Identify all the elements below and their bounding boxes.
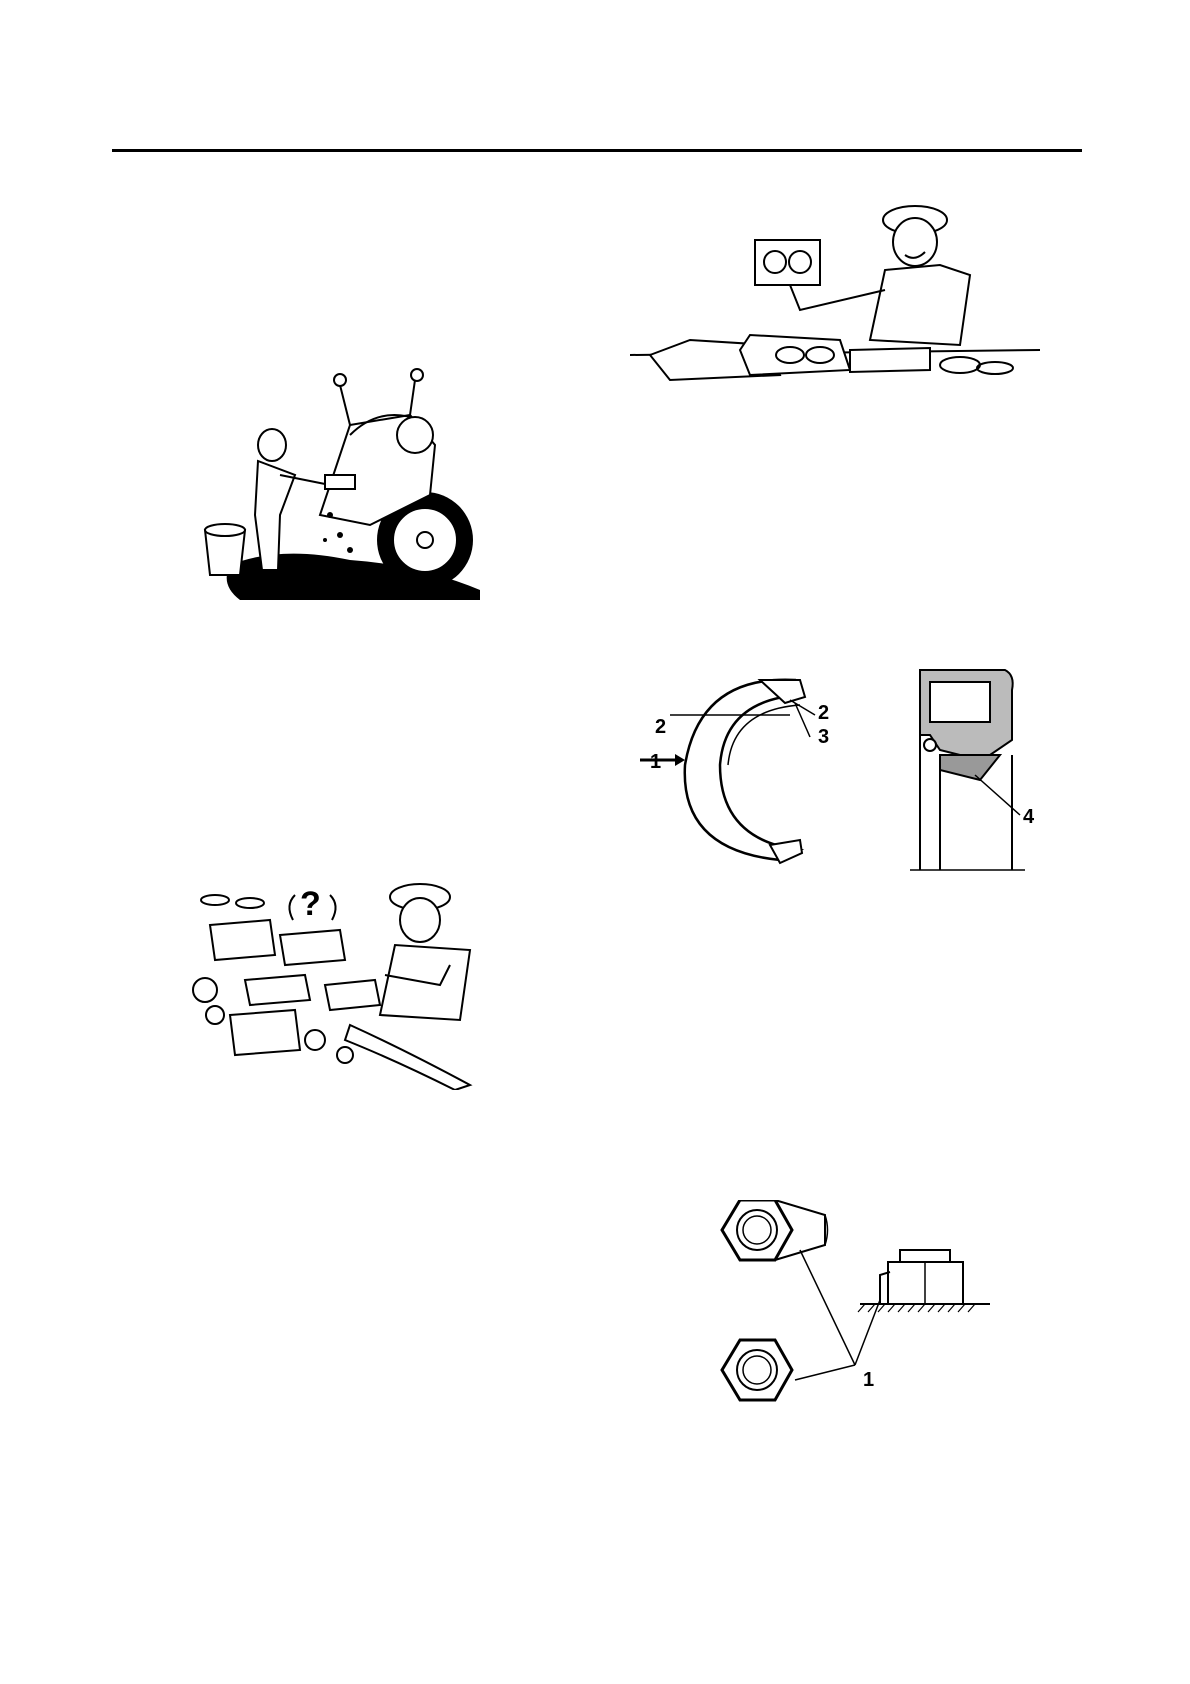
callout-2-left: 2 — [655, 717, 666, 737]
mechanic-parts-illustration: ? — [185, 875, 485, 1090]
callout-2-right: 2 — [818, 703, 829, 723]
lock-washer-diagram: 1 — [700, 1200, 1000, 1435]
svg-text:?: ? — [300, 885, 321, 923]
mechanic-gasket-illustration — [630, 180, 1040, 400]
header-rule — [112, 149, 1082, 152]
oil-seal-diagram: 2 2 3 1 4 — [640, 655, 1060, 880]
callout-4: 4 — [1023, 807, 1034, 827]
callout-1: 1 — [863, 1370, 874, 1390]
callout-1: 1 — [650, 752, 661, 772]
motorcycle-washing-illustration — [200, 365, 485, 600]
callout-3: 3 — [818, 727, 829, 747]
